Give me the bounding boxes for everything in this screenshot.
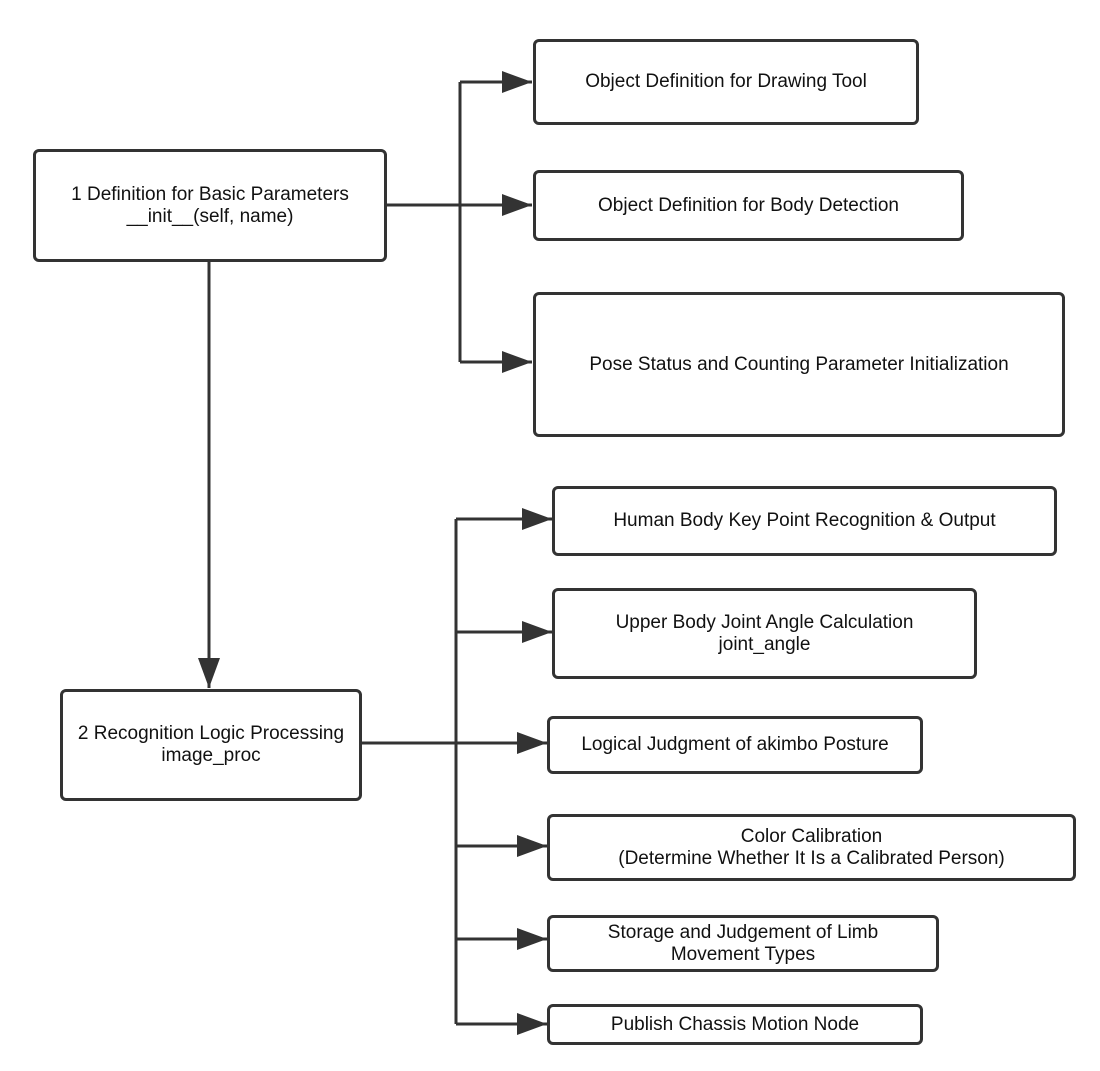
node-pose-status-line1: Pose Status and Counting Parameter Initi… <box>589 353 1009 375</box>
node-image-proc-line2: image_proc <box>161 745 261 766</box>
node-limb-storage-line2: Movement Types <box>670 943 816 965</box>
node-init-parameters-line1: 1 Definition for Basic Parameters <box>71 183 349 205</box>
node-body-detection-line1: Object Definition for Body Detection <box>598 194 899 216</box>
node-chassis-motion: Publish Chassis Motion Node <box>547 1004 923 1045</box>
node-joint-angle-line2: joint_angle <box>718 633 811 655</box>
node-init-parameters: 1 Definition for Basic Parameters __init… <box>33 149 387 262</box>
node-limb-storage: Storage and Judgement of Limb Movement T… <box>547 915 939 972</box>
node-drawing-tool-line1: Object Definition for Drawing Tool <box>585 71 867 92</box>
node-pose-status: Pose Status and Counting Parameter Initi… <box>533 292 1065 437</box>
node-color-calibration-line1: Color Calibration <box>740 825 883 847</box>
node-chassis-motion-line1: Publish Chassis Motion Node <box>610 1013 860 1035</box>
node-joint-angle-line1: Upper Body Joint Angle Calculation <box>615 611 914 633</box>
node-limb-storage-line1: Storage and Judgement of Limb <box>607 921 879 943</box>
node-joint-angle: Upper Body Joint Angle Calculation joint… <box>552 588 977 679</box>
node-drawing-tool: Object Definition for Drawing Tool <box>533 39 919 125</box>
node-color-calibration: Color Calibration (Determine Whether It … <box>547 814 1076 881</box>
node-image-proc: 2 Recognition Logic Processing image_pro… <box>60 689 362 801</box>
node-init-parameters-line2: __init__(self, name) <box>126 205 294 227</box>
node-body-detection: Object Definition for Body Detection <box>533 170 964 241</box>
node-akimbo-judgment: Logical Judgment of akimbo Posture <box>547 716 923 774</box>
node-image-proc-line1: 2 Recognition Logic Processing <box>77 723 345 744</box>
node-akimbo-judgment-line1: Logical Judgment of akimbo Posture <box>581 734 889 755</box>
node-keypoint-recognition: Human Body Key Point Recognition & Outpu… <box>552 486 1057 556</box>
node-keypoint-recognition-line1: Human Body Key Point Recognition & Outpu… <box>613 510 996 531</box>
node-color-calibration-line2: (Determine Whether It Is a Calibrated Pe… <box>618 847 1005 869</box>
